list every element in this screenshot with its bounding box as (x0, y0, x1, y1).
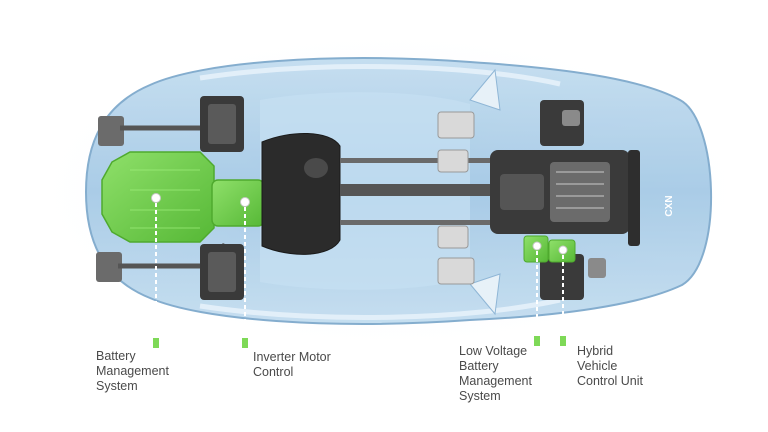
side-tube-top (340, 158, 500, 163)
front-hub-top (200, 96, 244, 152)
front-hub-bottom (200, 244, 244, 300)
side-tube-bottom (340, 220, 500, 225)
rear-bumper-frame (628, 150, 640, 246)
inverter-motor (211, 179, 265, 227)
engine (490, 150, 630, 234)
leader-low-voltage-bms (532, 241, 542, 346)
control-box-4 (437, 257, 475, 285)
body-highlight (199, 64, 561, 87)
label-hybrid-vehicle-control-unit: Hybrid Vehicle Control Unit (577, 344, 643, 388)
body-highlight-lower (199, 297, 561, 320)
brand-logo: CXN (664, 195, 675, 216)
label-inverter-motor-control: Inverter Motor Control (253, 350, 331, 379)
rear-fin-bottom (469, 273, 501, 316)
fuel-tank-cap (304, 158, 328, 178)
front-arm-top (98, 116, 124, 146)
control-box-2 (437, 149, 469, 173)
control-box-3 (437, 225, 469, 249)
leader-hvcu (558, 245, 568, 346)
rear-fin-top (469, 68, 501, 111)
control-box-1 (437, 111, 475, 139)
driveshaft (340, 184, 490, 196)
label-low-voltage-battery-management-system: Low Voltage Battery Management System (459, 344, 532, 403)
fuel-tank (261, 133, 341, 255)
leader-battery-management-system (151, 193, 161, 348)
front-arm-bottom (96, 252, 122, 282)
leader-inverter-motor-control (240, 197, 250, 348)
label-battery-management-system: Battery Management System (96, 349, 169, 393)
battery-pack-ribs (130, 169, 200, 229)
rear-hub-top (540, 100, 584, 146)
